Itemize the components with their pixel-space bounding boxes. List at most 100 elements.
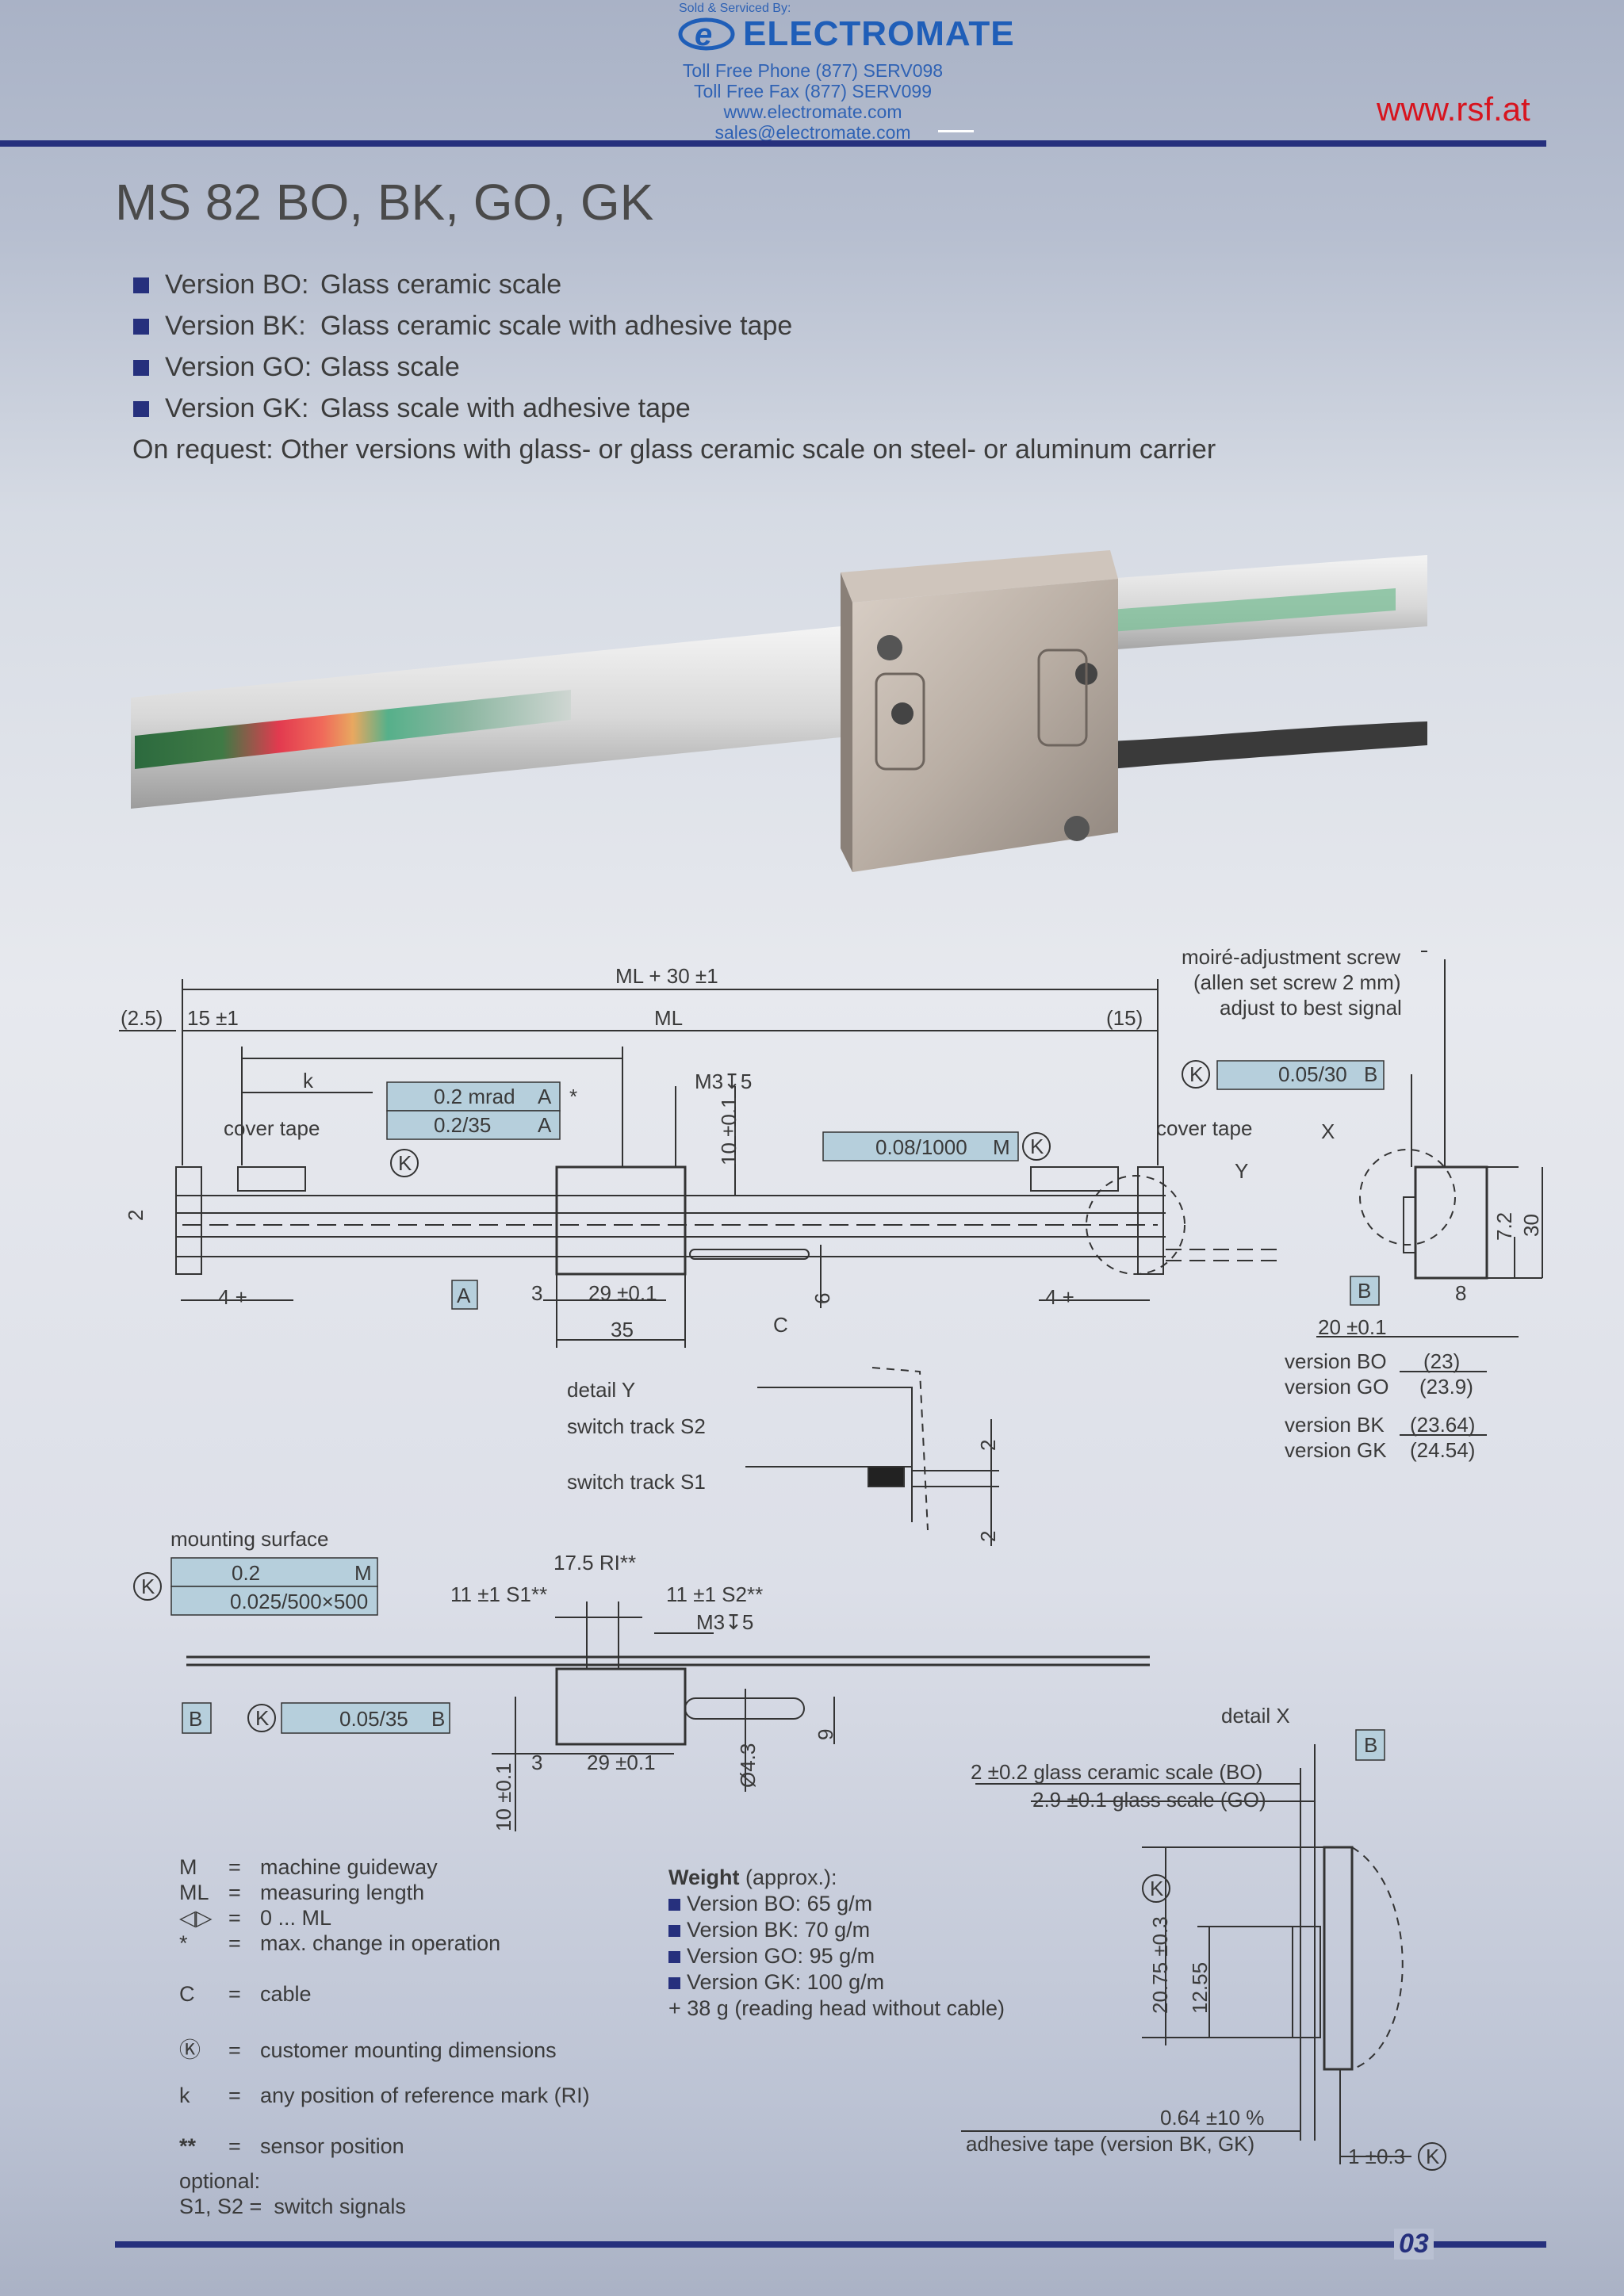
footer-divider [115,2241,1546,2248]
adhesive-tape-label: adhesive tape (version BK, GK) [966,2132,1254,2156]
svg-text:K: K [1189,1062,1204,1086]
svg-text:K: K [1030,1135,1044,1158]
dim-3: 3 [531,1281,542,1305]
label-x: X [1321,1119,1335,1143]
svg-text:A: A [457,1284,471,1307]
head-recess [875,672,925,771]
toll-free-phone: Toll Free Phone (877) SERV098 [682,60,944,81]
k-circle-icon [133,1572,162,1601]
svg-text:B: B [431,1707,445,1731]
electromate-website-link[interactable]: www.electromate.com [723,101,902,122]
k-circle-icon [1142,1874,1170,1903]
cable-label: C [773,1313,788,1337]
svg-text:8: 8 [1455,1281,1466,1305]
version-bk-label: version BK [1285,1413,1385,1437]
weight-block: Weight (approx.): Version BO: 65 g/m Ver… [668,1865,1005,2022]
dim-s1: 11 ±1 S1** [450,1582,547,1606]
k-circle-icon [1022,1132,1051,1161]
header-divider [0,140,1546,147]
tol-parallel-a: 0.2/35 [434,1113,491,1137]
weight-extra: + 38 g (reading head without cable) [668,1996,1005,2020]
legend-row: C=cable [179,1982,312,2006]
dim-diameter: Ø4.3 [736,1743,760,1788]
svg-text:2: 2 [976,1440,1000,1451]
bullet-square-icon [668,1899,680,1911]
dim-ml: ML [654,1006,683,1030]
electromate-wordmark: ELECTROMATE [743,14,1015,53]
svg-text:6: 6 [810,1293,834,1304]
tolerance-box [170,1557,378,1587]
svg-text:B: B [189,1707,202,1731]
legend-row: ◁▷=0 ... ML [179,1906,332,1930]
dim-29: 29 ±0.1 [588,1281,657,1305]
svg-text:(23.9): (23.9) [1419,1375,1473,1399]
dim-ri: 17.5 RI** [553,1551,636,1575]
svg-text:K: K [398,1151,412,1175]
tolerance-box [386,1081,561,1112]
detail-y-title: detail Y [567,1378,635,1402]
screw-icon [877,635,902,660]
tape-thickness: 0.64 ±10 % [1160,2106,1264,2130]
weight-item: Version GO: 95 g/m [668,1943,1005,1969]
tolerance-box [170,1586,378,1616]
header-accent-mark [938,130,974,132]
reading-head-top [841,550,1118,603]
legend-row: M=machine guideway [179,1855,438,1879]
moire-note-1: moiré-adjustment screw [1182,945,1400,969]
bullet-square-icon [133,277,149,293]
cover-tape-left: cover tape [224,1116,320,1140]
head-recess [1037,649,1088,747]
dim-1-0-3: 1 ±0.3 [1348,2145,1405,2168]
dim-35: 35 [611,1318,634,1341]
legend-row: Ⓚ=customer mounting dimensions [179,2038,557,2062]
electromate-logo: e ELECTROMATE [678,14,1015,54]
legend-row: *=max. change in operation [179,1931,501,1955]
detail-x-title: detail X [1221,1704,1290,1728]
svg-text:A: A [538,1085,552,1108]
dim-m3-top: M3↧5 [695,1070,752,1093]
svg-text:2: 2 [976,1531,1000,1542]
dim-20: 20 ±0.1 [1318,1315,1387,1339]
switch-track-s2: switch track S2 [567,1414,706,1438]
datum-box [1350,1276,1380,1306]
dim-k: k [303,1069,314,1093]
svg-text:B: B [1358,1279,1371,1303]
legend-row: ML=measuring length [179,1881,425,1904]
rsf-website-link[interactable]: www.rsf.at [1377,90,1530,128]
legend-row: **=sensor position [179,2134,404,2158]
optional-label: optional: [179,2169,261,2193]
dim-4-left: 4 + [218,1285,247,1309]
svg-text:B: B [1364,1062,1377,1086]
svg-text:10 ±0.1: 10 ±0.1 [492,1762,515,1831]
electromate-e-icon: e [678,17,735,52]
sold-by-label: Sold & Serviced By: [679,2,791,15]
version-item: Version BO: Glass ceramic scale [133,270,561,300]
svg-text:7.2: 7.2 [1492,1212,1516,1241]
version-item: Version GO: Glass scale [133,352,460,383]
moire-note-2: (allen set screw 2 mm) [1193,970,1401,994]
toll-free-fax: Toll Free Fax (877) SERV099 [694,81,932,101]
svg-text:(23.64): (23.64) [1410,1413,1475,1437]
dim-4-right: 4 + [1045,1285,1074,1309]
mounting-surface-label: mounting surface [170,1527,328,1551]
tolerance-box [281,1702,450,1734]
version-item: Version GK: Glass scale with adhesive ta… [133,393,691,424]
version-item: Version BK: Glass ceramic scale with adh… [133,311,792,342]
svg-text:30: 30 [1519,1214,1543,1237]
svg-text:K: K [1150,1877,1164,1900]
tol-parallel-c: 0.05/35 [339,1707,408,1731]
version-bo-label: version BO [1285,1349,1387,1373]
svg-text:M: M [354,1561,372,1585]
reading-head-front [852,579,1118,872]
cable [1110,721,1427,769]
k-circle-icon [1182,1060,1210,1089]
datum-box [451,1280,478,1310]
electromate-email-link[interactable]: sales@electromate.com [714,122,911,143]
k-circle-icon [1418,2142,1446,2171]
dim-15-left: 15 ±1 [187,1006,239,1030]
svg-text:(23): (23) [1423,1349,1460,1373]
switch-track-s1: switch track S1 [567,1470,706,1494]
dim-12-55: 12.55 [1188,1962,1212,2014]
weight-title: Weight (approx.): [668,1866,837,1889]
